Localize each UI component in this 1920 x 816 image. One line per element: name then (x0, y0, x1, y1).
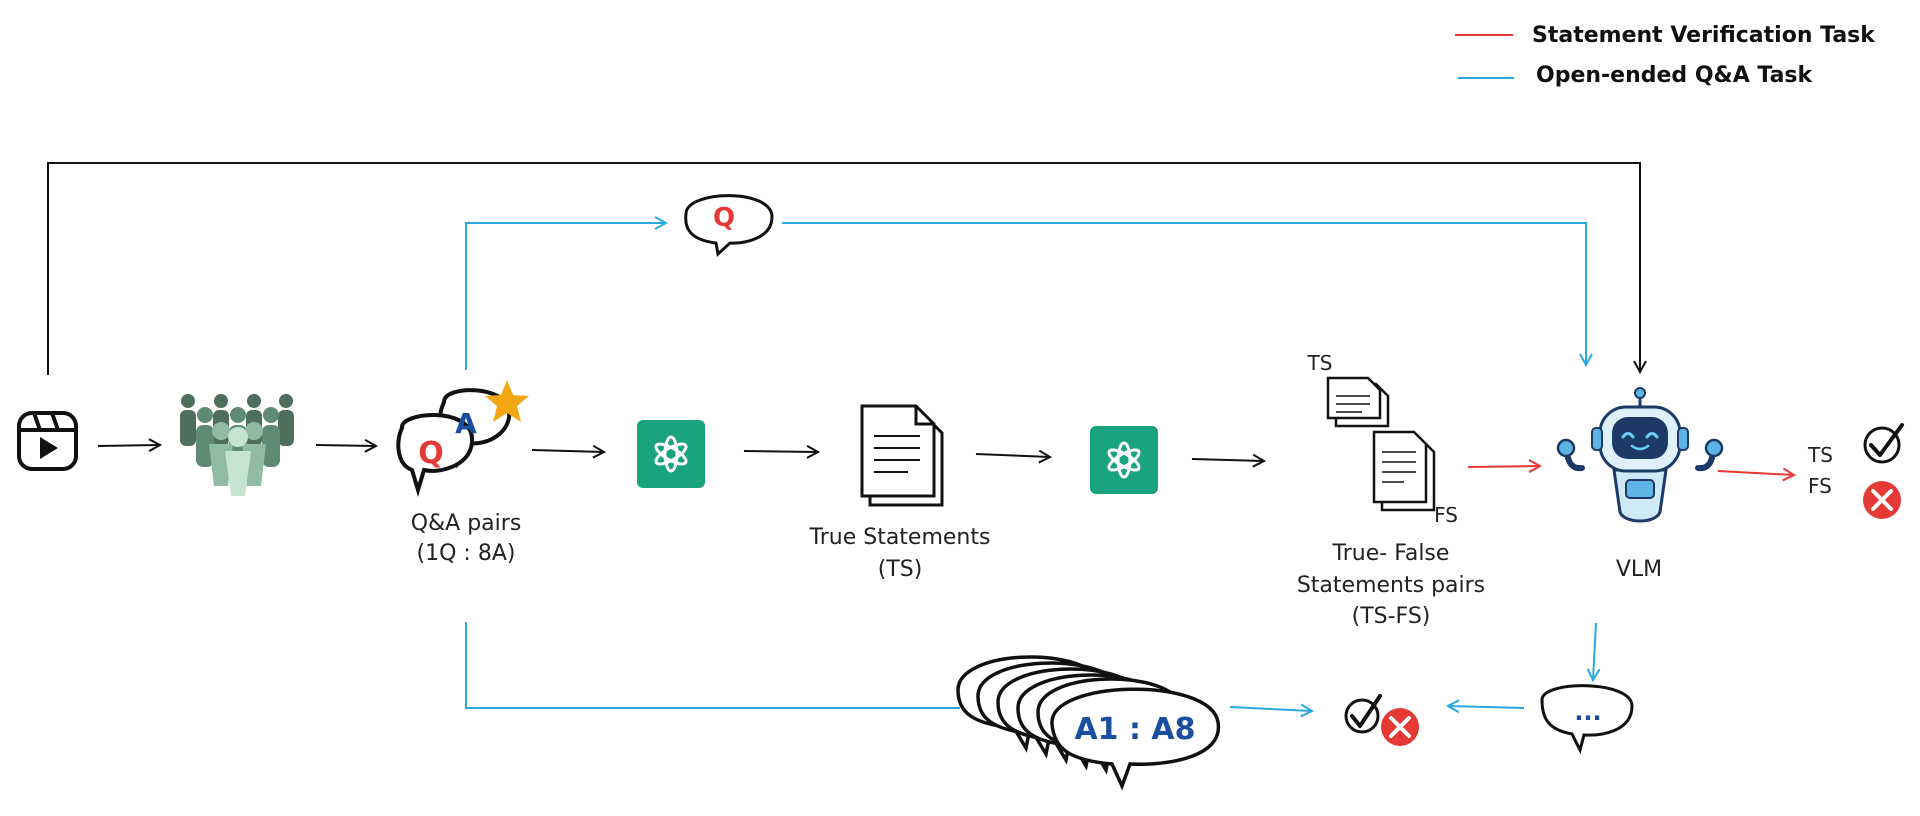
vlm-label: VLM (1616, 557, 1662, 582)
qa-pairs-label-1: Q&A pairs (411, 511, 522, 536)
tf-pairs-label-3: (TS-FS) (1352, 604, 1431, 629)
legend-qa-text: Open-ended Q&A Task (1536, 63, 1814, 88)
answer-bubbles-stack (956, 655, 1221, 791)
video-to-vlm-connector (47, 162, 1640, 375)
question-to-vlm-connector (782, 222, 1586, 365)
check-icon (1863, 423, 1904, 464)
arrow-video-to-crowd (97, 445, 160, 446)
crowd-icon (180, 394, 294, 496)
gpt-icon (1090, 426, 1158, 494)
ts-doc-label: TS (1307, 351, 1333, 375)
qa-letter-a: A (455, 407, 477, 440)
arrow-gpt1-to-ts (743, 451, 818, 452)
arrow-gpt2-to-pairs (1191, 459, 1264, 461)
legend: Statement Verification Task Open-ended Q… (1455, 23, 1876, 88)
arrow-pairs-to-vlm (1467, 466, 1540, 467)
answers-label: A1 : A8 (1074, 712, 1195, 747)
vlm-to-ellipsis-connector (1593, 622, 1596, 680)
output-fs-label: FS (1808, 474, 1832, 498)
cross-icon (1863, 481, 1901, 519)
eval-check-icon (1344, 694, 1382, 734)
answers-to-eval-connector (1229, 707, 1312, 711)
ellipsis-bubble: ... (1540, 684, 1634, 755)
legend-statement-text: Statement Verification Task (1532, 23, 1876, 48)
video-icon (17, 411, 78, 471)
qa-bubbles-icon: A Q (396, 380, 529, 497)
arrow-crowd-to-qa (315, 445, 376, 446)
true-statements-label-1: True Statements (809, 525, 991, 550)
ellipsis-text: ... (1574, 698, 1601, 726)
eval-cross-icon (1381, 708, 1419, 746)
arrow-vlm-to-output (1717, 471, 1794, 475)
fs-doc-label: FS (1434, 503, 1458, 527)
tf-pairs-label-2: Statements pairs (1297, 573, 1485, 598)
gpt-icon (637, 420, 705, 488)
qa-pairs-label-2: (1Q : 8A) (417, 541, 516, 566)
qa-to-question-connector (465, 223, 666, 370)
true-statements-label-2: (TS) (878, 557, 923, 582)
question-bubble: Q (684, 194, 774, 257)
arrow-qa-to-gpt1 (531, 450, 604, 452)
star-icon (485, 380, 529, 422)
qa-to-answers-connector (465, 622, 960, 709)
question-bubble-letter: Q (713, 203, 735, 233)
fs-document-icon (1372, 430, 1436, 512)
output-ts-label: TS (1807, 443, 1833, 467)
document-icon (860, 404, 944, 507)
robot-icon (1556, 387, 1724, 523)
ts-document-icon (1326, 376, 1390, 428)
arrow-ts-to-gpt2 (975, 454, 1050, 457)
ellipsis-to-eval-connector (1448, 706, 1525, 708)
tf-pairs-label-1: True- False (1332, 541, 1450, 566)
qa-letter-q: Q (418, 436, 444, 471)
